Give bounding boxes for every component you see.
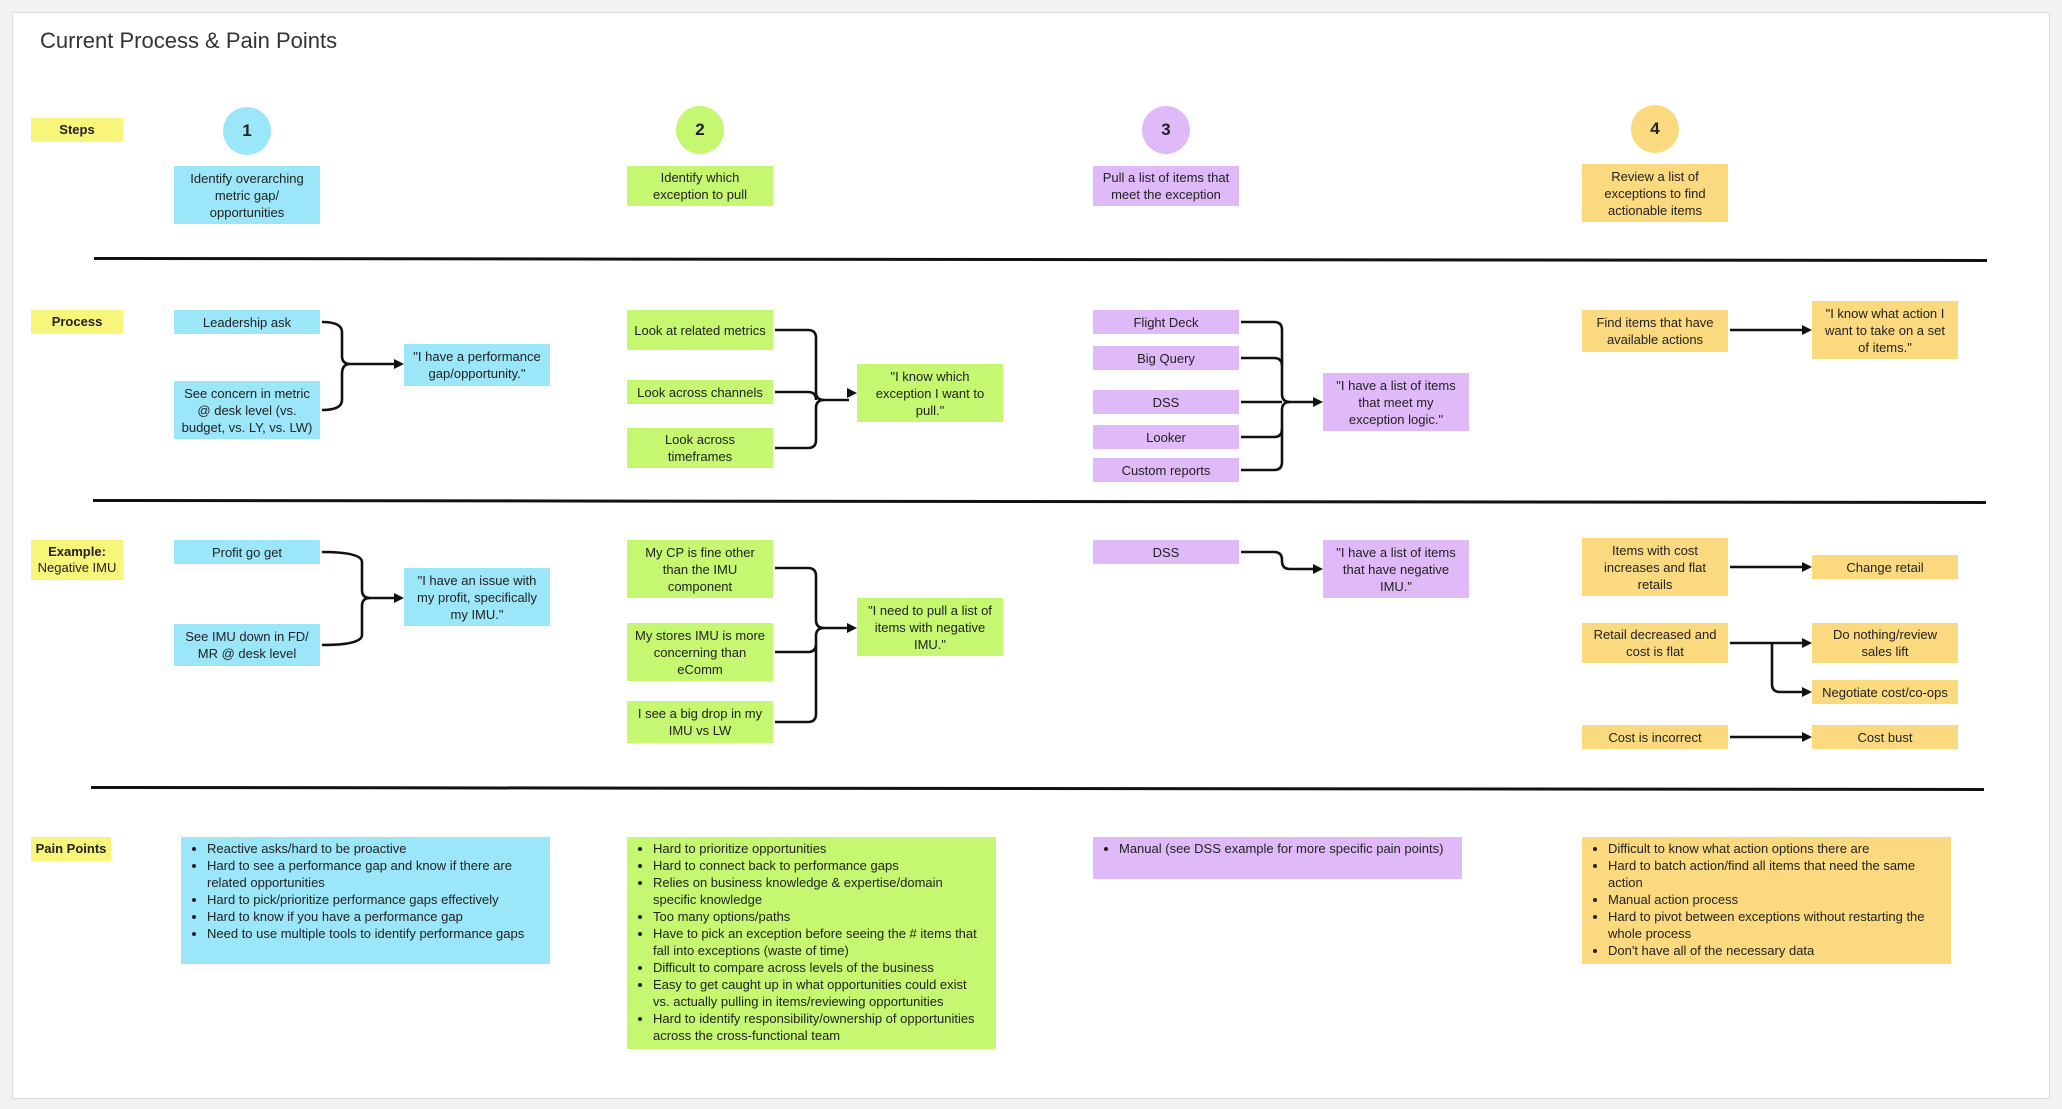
- pain-point-item: Manual (see DSS example for more specifi…: [1119, 840, 1452, 857]
- pain-point-item: Hard to pick/prioritize performance gaps…: [207, 891, 540, 908]
- pain-point-item: Hard to prioritize opportunities: [653, 840, 986, 857]
- example-source-note: Retail decreased and cost is flat: [1582, 623, 1728, 663]
- example-input-note: See IMU down in FD/ MR @ desk level: [174, 624, 320, 666]
- row-label-pain-points: Pain Points: [31, 837, 111, 861]
- example-outcome-note: "I need to pull a list of items with neg…: [857, 598, 1003, 656]
- process-tool-note: Big Query: [1093, 346, 1239, 370]
- example-outcome-note: "I have a list of items that have negati…: [1323, 540, 1469, 598]
- process-outcome-note: "I have a list of items that meet my exc…: [1323, 373, 1469, 431]
- example-input-note: I see a big drop in my IMU vs LW: [627, 701, 773, 743]
- pain-point-item: Reactive asks/hard to be proactive: [207, 840, 540, 857]
- example-input-note: My CP is fine other than the IMU compone…: [627, 540, 773, 598]
- process-input-note: Leadership ask: [174, 310, 320, 334]
- process-input-note: Look across channels: [627, 380, 773, 404]
- row-label-example-subtitle: Negative IMU: [37, 560, 117, 575]
- pain-point-item: Hard to pivot between exceptions without…: [1608, 908, 1941, 942]
- example-input-note: My stores IMU is more concerning than eC…: [627, 623, 773, 681]
- step-1-note: Identify overarching metric gap/ opportu…: [174, 166, 320, 224]
- pain-points-note-step-1: Reactive asks/hard to be proactive Hard …: [181, 837, 550, 964]
- step-2-note: Identify which exception to pull: [627, 166, 773, 206]
- pain-points-note-step-3: Manual (see DSS example for more specifi…: [1093, 837, 1462, 879]
- example-tool-note: DSS: [1093, 540, 1239, 564]
- pain-point-item: Hard to know if you have a performance g…: [207, 908, 540, 925]
- example-source-note: Items with cost increases and flat retai…: [1582, 538, 1728, 596]
- pain-point-item: Hard to connect back to performance gaps: [653, 857, 986, 874]
- row-label-example-title: Example:: [48, 544, 106, 559]
- step-4-circle: 4: [1631, 105, 1679, 153]
- pain-point-item: Easy to get caught up in what opportunit…: [653, 976, 986, 1010]
- pain-point-item: Difficult to compare across levels of th…: [653, 959, 986, 976]
- example-input-note: Profit go get: [174, 540, 320, 564]
- process-tool-note: Looker: [1093, 425, 1239, 449]
- pain-point-item: Don't have all of the necessary data: [1608, 942, 1941, 959]
- pain-point-item: Too many options/paths: [653, 908, 986, 925]
- step-4-note: Review a list of exceptions to find acti…: [1582, 164, 1728, 222]
- example-source-note: Cost is incorrect: [1582, 725, 1728, 749]
- process-input-note: See concern in metric @ desk level (vs. …: [174, 381, 320, 439]
- row-label-steps: Steps: [31, 118, 123, 142]
- pain-points-note-step-2: Hard to prioritize opportunities Hard to…: [627, 837, 996, 1049]
- example-action-note: Change retail: [1812, 555, 1958, 579]
- row-label-process: Process: [31, 310, 123, 334]
- example-action-note: Cost bust: [1812, 725, 1958, 749]
- step-3-note: Pull a list of items that meet the excep…: [1093, 166, 1239, 206]
- pain-point-item: Have to pick an exception before seeing …: [653, 925, 986, 959]
- process-tool-note: DSS: [1093, 390, 1239, 414]
- pain-point-item: Manual action process: [1608, 891, 1941, 908]
- process-outcome-note: "I know what action I want to take on a …: [1812, 301, 1958, 359]
- pain-point-item: Hard to see a performance gap and know i…: [207, 857, 540, 891]
- pain-point-item: Hard to batch action/find all items that…: [1608, 857, 1941, 891]
- step-3-circle: 3: [1142, 106, 1190, 154]
- process-tool-note: Custom reports: [1093, 458, 1239, 482]
- example-action-note: Negotiate cost/co-ops: [1812, 680, 1958, 704]
- process-input-note: Find items that have available actions: [1582, 310, 1728, 352]
- process-input-note: Look across timeframes: [627, 428, 773, 468]
- page-title: Current Process & Pain Points: [40, 28, 338, 53]
- step-2-circle: 2: [676, 106, 724, 154]
- pain-point-item: Need to use multiple tools to identify p…: [207, 925, 540, 942]
- row-label-example: Example: Negative IMU: [31, 540, 123, 580]
- pain-point-item: Relies on business knowledge & expertise…: [653, 874, 986, 908]
- pain-points-note-step-4: Difficult to know what action options th…: [1582, 837, 1951, 964]
- example-outcome-note: "I have an issue with my profit, specifi…: [404, 568, 550, 626]
- pain-point-item: Hard to identify responsibility/ownershi…: [653, 1010, 986, 1044]
- example-action-note: Do nothing/review sales lift: [1812, 623, 1958, 663]
- step-1-circle: 1: [223, 107, 271, 155]
- process-tool-note: Flight Deck: [1093, 310, 1239, 334]
- process-outcome-note: "I know which exception I want to pull.": [857, 364, 1003, 422]
- process-input-note: Look at related metrics: [627, 310, 773, 350]
- pain-point-item: Difficult to know what action options th…: [1608, 840, 1941, 857]
- process-outcome-note: "I have a performance gap/opportunity.": [404, 344, 550, 386]
